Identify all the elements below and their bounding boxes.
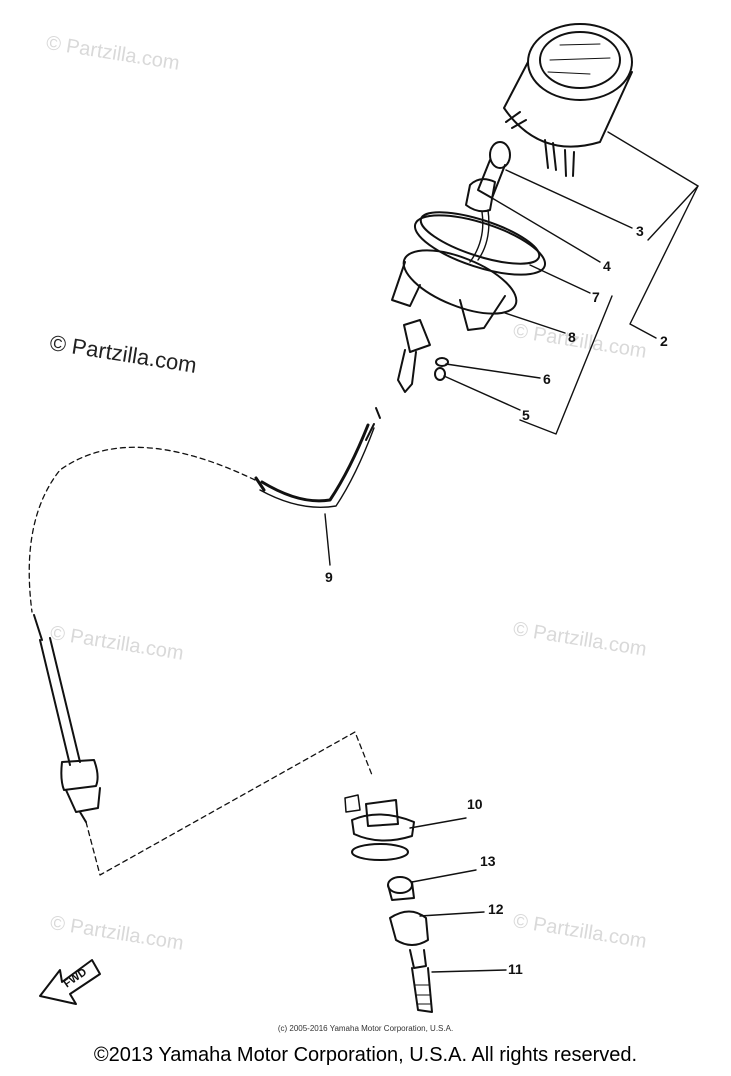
leader-lines — [324, 131, 699, 973]
callout-9: 9 — [325, 569, 333, 585]
callout-12: 12 — [488, 901, 504, 917]
callout-5: 5 — [522, 407, 530, 423]
callout-2: 2 — [660, 333, 668, 349]
callout-11: 11 — [508, 961, 523, 977]
callout-6: 6 — [543, 371, 551, 387]
meter-rings — [391, 211, 547, 331]
callout-13: 13 — [480, 853, 496, 869]
callout-3: 3 — [636, 223, 644, 239]
callout-7: 7 — [592, 289, 600, 305]
fwd-arrow — [39, 959, 101, 1005]
footer-copyright: ©2013 Yamaha Motor Corporation, U.S.A. A… — [93, 1044, 638, 1066]
small-fasteners — [434, 357, 449, 381]
callout-8: 8 — [568, 329, 576, 345]
callout-4: 4 — [603, 258, 611, 274]
speedometer-meter-assembly — [503, 23, 633, 177]
callout-10: 10 — [467, 796, 483, 812]
meter-cable — [28, 423, 375, 876]
meter-bulb — [477, 141, 511, 199]
cable-upper-end — [365, 319, 431, 441]
callout-labels: 3 4 7 2 8 6 5 9 10 13 12 11 — [325, 223, 668, 977]
small-copyright: (c) 2005-2016 Yamaha Motor Corporation, … — [277, 1024, 454, 1033]
meter-gear-unit — [344, 794, 433, 1013]
